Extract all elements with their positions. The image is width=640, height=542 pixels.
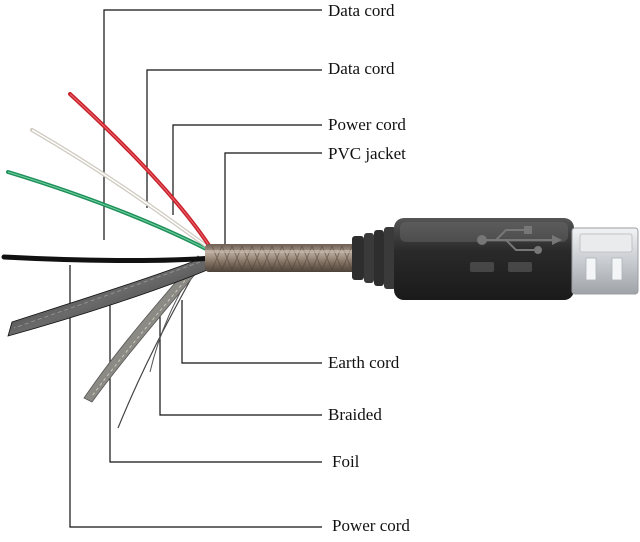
usb-b-plug (571, 227, 639, 295)
label-pvc-jacket: PVC jacket (328, 144, 406, 163)
label-power-cord-1: Power cord (328, 115, 406, 134)
label-foil: Foil (332, 452, 360, 471)
leader-foil (109, 300, 322, 463)
pvc-jacket-tube (205, 244, 360, 272)
black-wire (1, 254, 215, 264)
leader-power-cord-1 (172, 124, 322, 215)
leader-braided (159, 305, 322, 416)
leader-data-cord-1 (103, 9, 322, 240)
foil-wrap (7, 254, 213, 337)
leader-data-cord-2 (146, 69, 322, 208)
red-wire (68, 92, 214, 252)
leader-pvc-jacket (224, 152, 322, 245)
label-power-cord-2: Power cord (332, 516, 410, 535)
usb-b-connector (394, 218, 574, 300)
label-data-cord-2: Data cord (328, 59, 395, 78)
label-earth-cord: Earth cord (328, 353, 400, 372)
braided-shield (83, 255, 206, 403)
leader-lines (69, 9, 322, 528)
usb-trident-icon (477, 226, 562, 254)
leader-power-cord-2 (69, 265, 322, 528)
leader-earth-cord (181, 300, 322, 364)
label-data-cord-1: Data cord (328, 1, 395, 20)
strain-relief (352, 227, 396, 289)
green-wire (6, 170, 214, 254)
label-braided: Braided (328, 405, 382, 424)
